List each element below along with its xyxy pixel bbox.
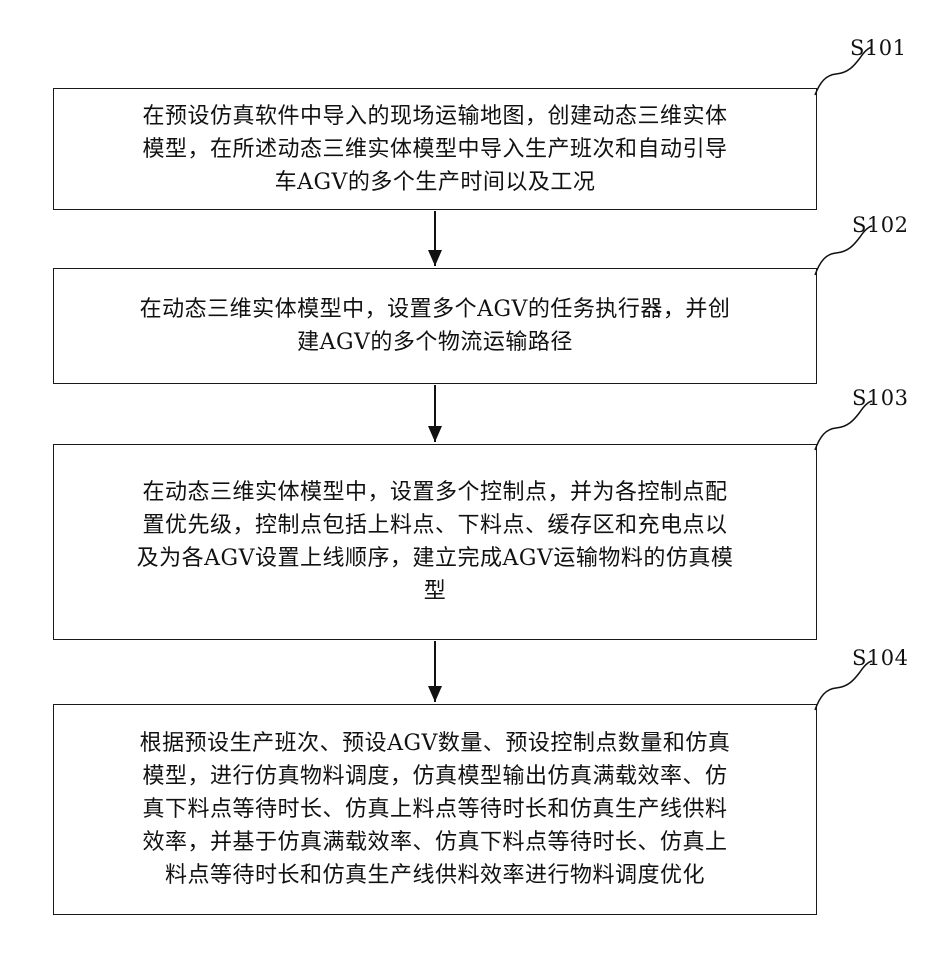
leader-line-s102	[815, 226, 872, 275]
arrowhead-s101-to-s102	[428, 250, 442, 266]
leader-line-s103	[815, 401, 872, 450]
leader-line-s101	[815, 47, 872, 95]
leader-line-s104	[815, 661, 872, 710]
arrowhead-s102-to-s103	[428, 426, 442, 442]
arrowhead-s103-to-s104	[428, 686, 442, 702]
